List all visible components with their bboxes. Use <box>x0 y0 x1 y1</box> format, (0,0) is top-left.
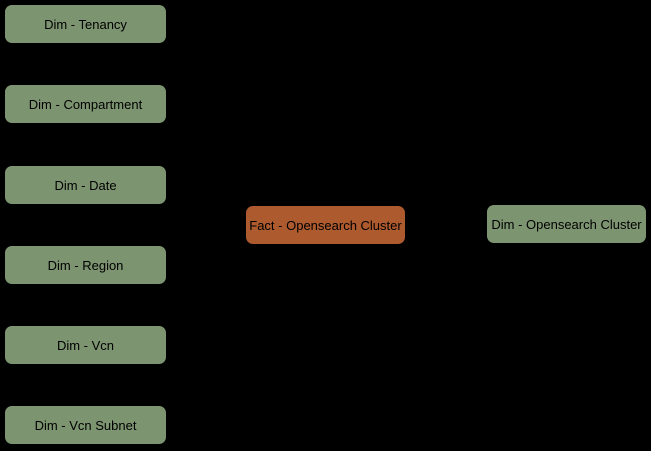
node-label: Dim - Compartment <box>28 96 143 112</box>
node-dim-compartment[interactable]: Dim - Compartment <box>5 85 166 123</box>
node-label: Dim - Tenancy <box>44 16 127 32</box>
node-label: Dim - Date <box>54 177 117 193</box>
node-dim-tenancy[interactable]: Dim - Tenancy <box>5 5 166 43</box>
node-dim-vcn-subnet[interactable]: Dim - Vcn Subnet <box>5 406 166 444</box>
node-label: Fact - Opensearch Cluster <box>249 217 402 233</box>
node-dim-region[interactable]: Dim - Region <box>5 246 166 284</box>
node-dim-vcn[interactable]: Dim - Vcn <box>5 326 166 364</box>
node-fact-opensearch-cluster[interactable]: Fact - Opensearch Cluster <box>246 206 405 244</box>
node-label: Dim - Region <box>47 257 124 273</box>
node-label: Dim - Vcn Subnet <box>34 417 137 433</box>
node-dim-date[interactable]: Dim - Date <box>5 166 166 204</box>
node-label: Dim - Opensearch Cluster <box>491 216 642 232</box>
node-label: Dim - Vcn <box>56 337 115 353</box>
node-dim-opensearch-cluster[interactable]: Dim - Opensearch Cluster <box>487 205 646 243</box>
